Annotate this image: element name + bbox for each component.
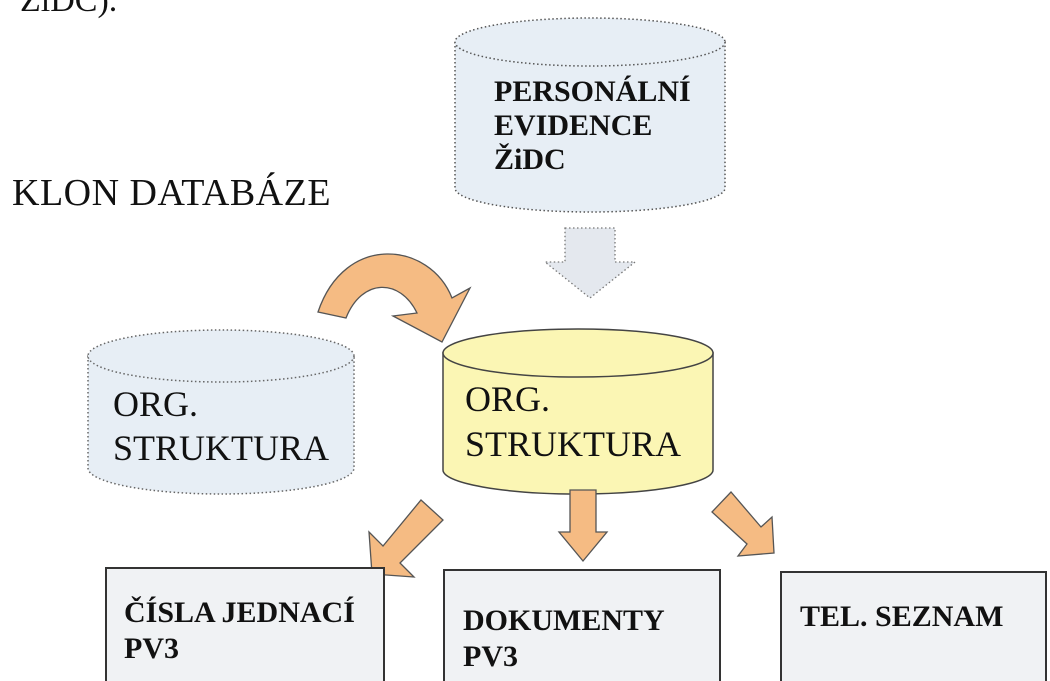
box-cisla-label: ČÍSLA JEDNACÍ PV3 [124,595,355,667]
db-org-clone-line: STRUKTURA [113,428,330,468]
box-cisla-jednaci [105,567,385,681]
arrow-to-dokumenty [557,489,609,563]
box-dokumenty-line: PV3 [463,640,518,673]
box-dokumenty-line: DOKUMENTY [463,604,665,637]
diagram-title: KLON DATABÁZE [12,172,332,214]
down-arrow-gray [543,227,637,299]
db-org-clone-line: ORG. [113,384,199,424]
box-cisla-line: PV3 [124,632,179,665]
db-org-clone-label: ORG. STRUKTURA [113,382,329,470]
clone-curved-arrow [317,253,472,343]
box-dokumenty-label: DOKUMENTY PV3 [463,603,665,675]
db-org-main-label: ORG. STRUKTURA [465,377,681,467]
box-tel-seznam [780,571,1047,681]
db-personal-line: EVIDENCE [494,109,653,142]
box-tel-line: TEL. SEZNAM [800,600,1004,633]
db-personal-cylinder [454,17,726,213]
box-cisla-line: ČÍSLA JEDNACÍ [124,596,355,629]
db-org-main-cylinder [442,328,714,495]
db-org-clone-cylinder [87,329,355,495]
box-dokumenty [443,569,721,681]
box-tel-label: TEL. SEZNAM [800,599,1003,635]
db-personal-label: PERSONÁLNÍ EVIDENCE ŽiDC [494,75,691,177]
arrow-to-cisla [368,499,444,578]
db-personal-line: PERSONÁLNÍ [494,75,691,108]
db-personal-line: ŽiDC [494,143,566,176]
db-org-main-line: STRUKTURA [465,424,682,464]
db-org-main-line: ORG. [465,379,551,419]
arrow-to-tel [711,491,775,557]
top-text-fragment: ŽiDC). [20,0,118,19]
